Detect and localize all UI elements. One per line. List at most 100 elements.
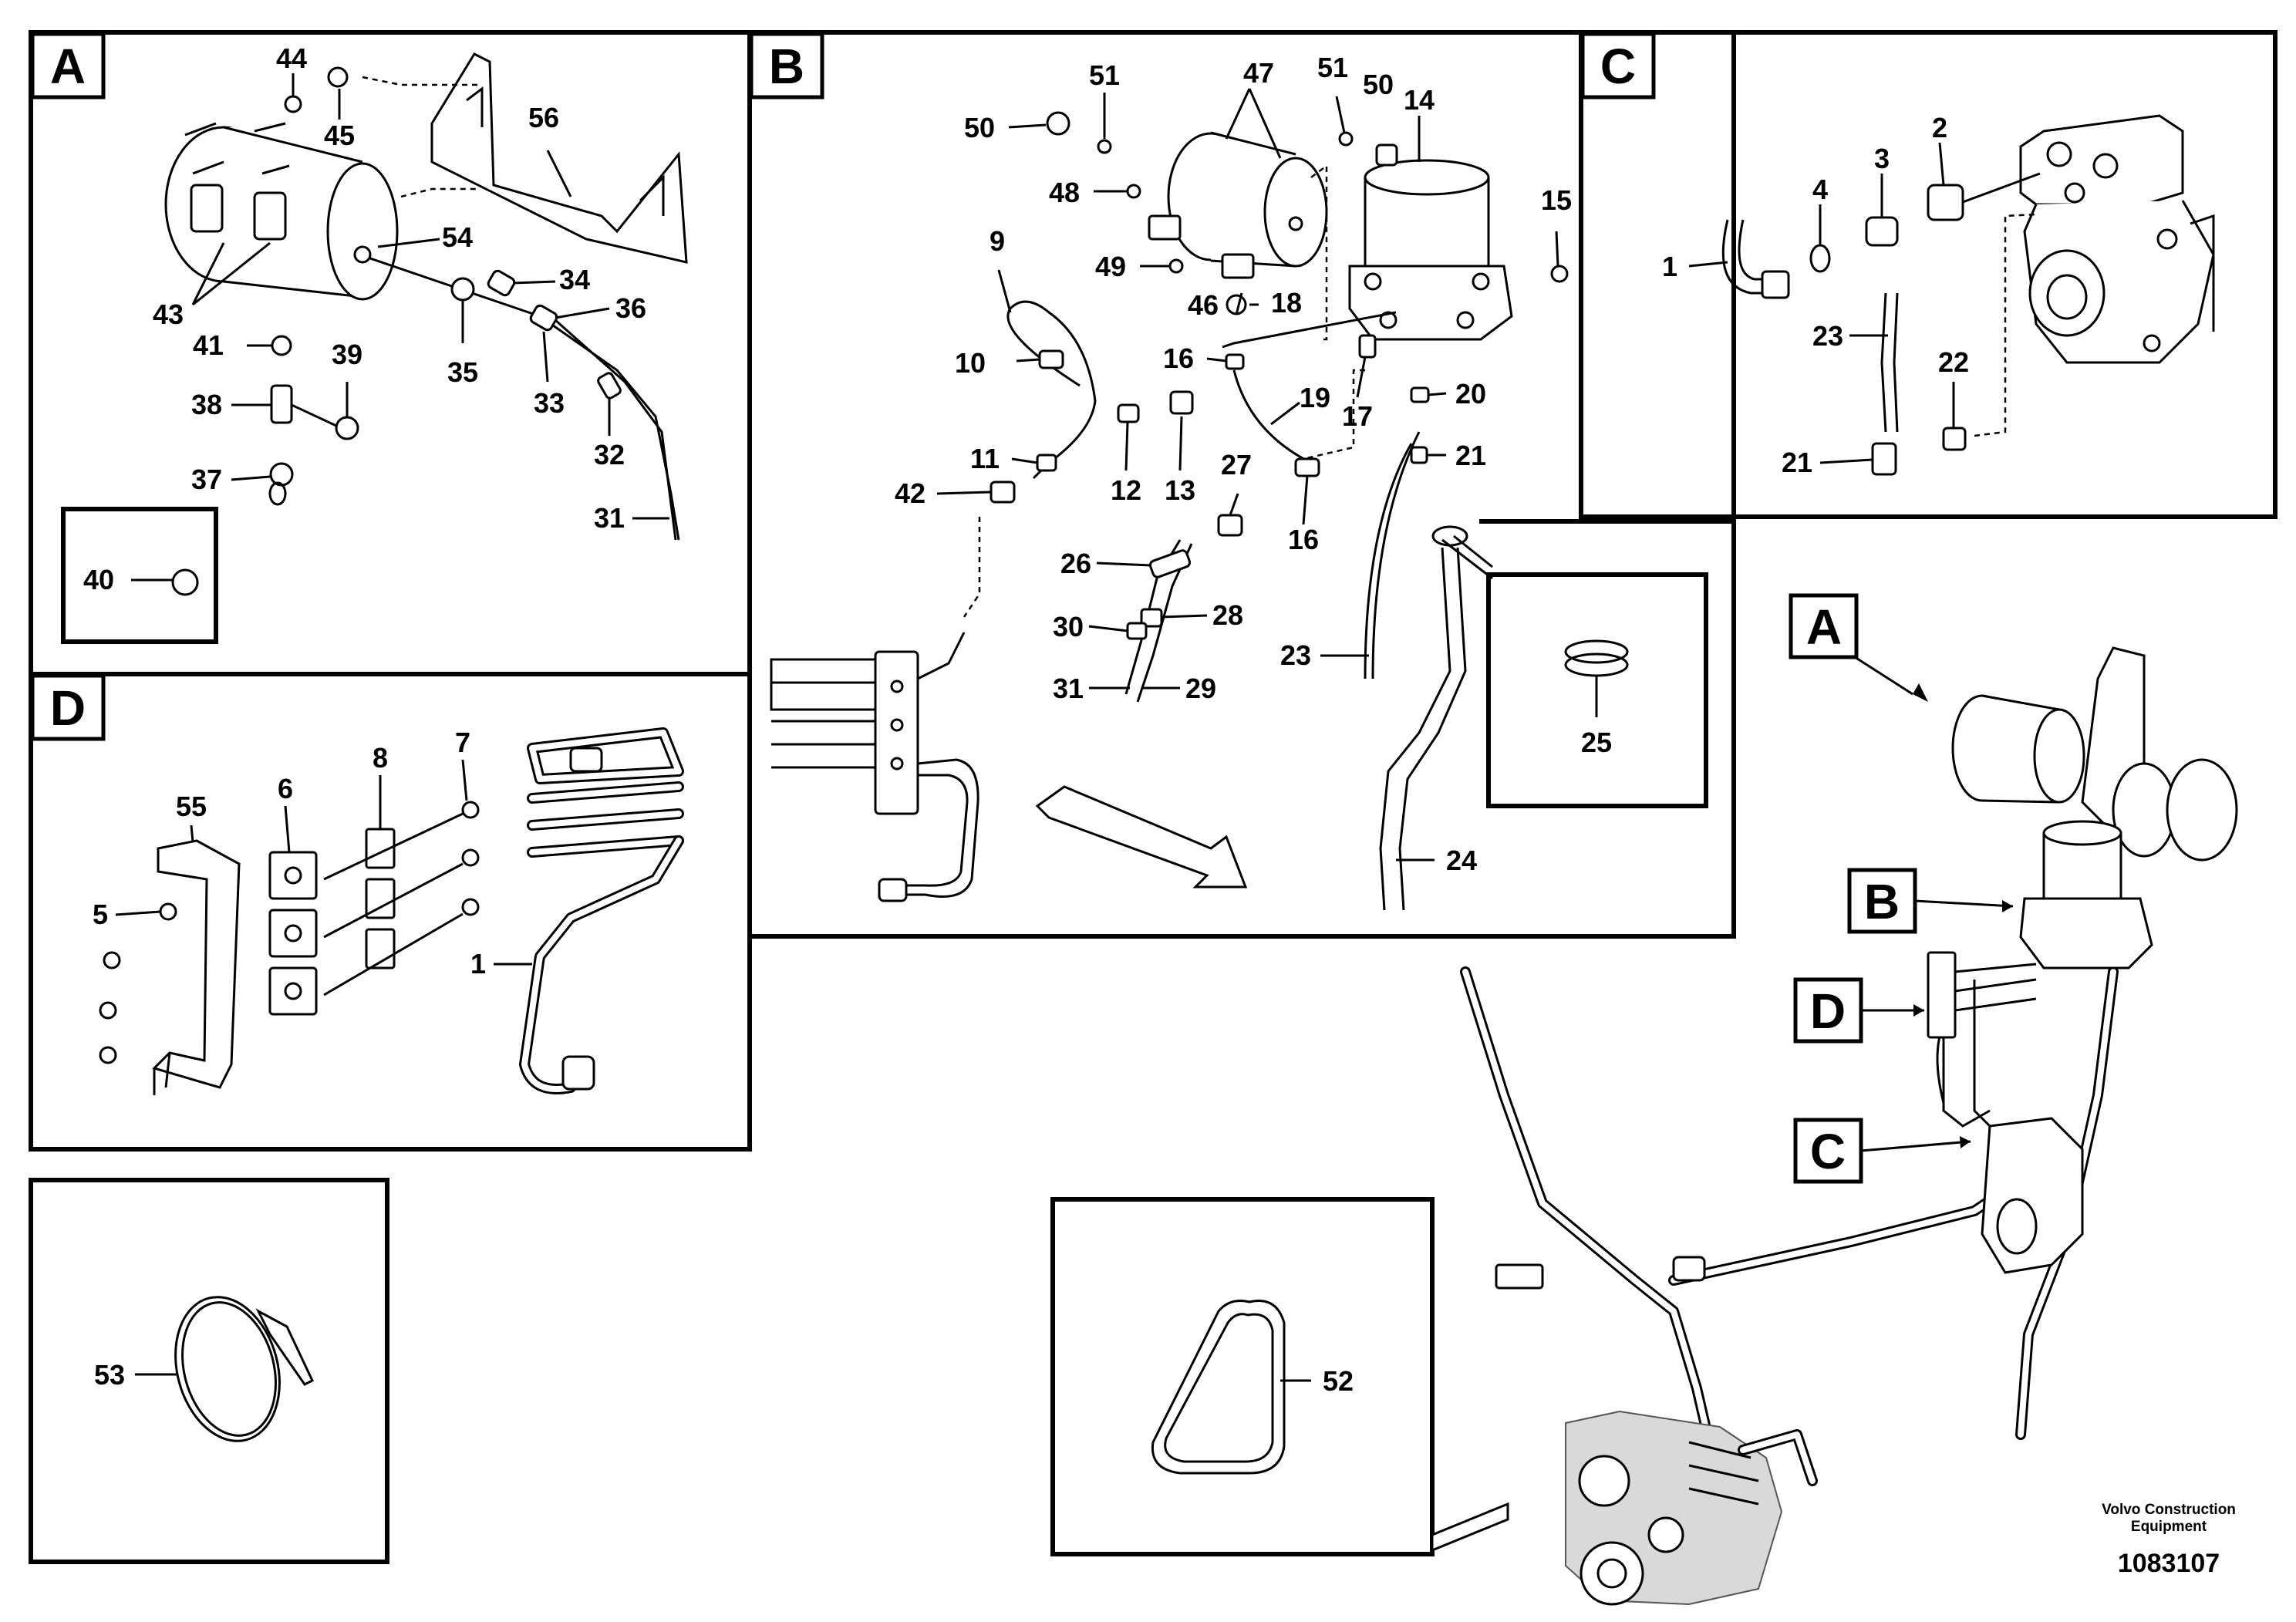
callout-51: 51 xyxy=(1317,52,1348,83)
drawing-number: 1083107 xyxy=(2118,1549,2220,1578)
section-b-callouts: 51 47 51 50 14 50 48 15 49 46 18 9 16 10… xyxy=(895,52,1612,876)
flow-arrow-icon xyxy=(1035,785,1248,889)
callout-33: 33 xyxy=(534,387,565,419)
callout-54: 54 xyxy=(442,221,473,253)
callout-12: 12 xyxy=(1111,474,1141,506)
company-line-2: Equipment xyxy=(2131,1519,2207,1535)
footer: Volvo Construction Equipment 1083107 xyxy=(2102,1502,2236,1578)
callout-16: 16 xyxy=(1288,524,1319,555)
callout-10: 10 xyxy=(955,347,986,379)
callout-50: 50 xyxy=(964,112,995,143)
section-d: D xyxy=(29,672,752,1152)
callout-41: 41 xyxy=(193,329,224,361)
compressor-drawing xyxy=(2019,114,2215,364)
svg-text:D: D xyxy=(1810,983,1846,1039)
svg-text:A: A xyxy=(1806,599,1842,655)
section-c-callouts: 2 3 4 1 23 22 21 xyxy=(1662,112,1969,478)
callout-9: 9 xyxy=(990,225,1005,257)
callout-36: 36 xyxy=(615,292,646,324)
callout-1: 1 xyxy=(470,948,486,980)
callout-44: 44 xyxy=(276,42,307,74)
company-line-1: Volvo Construction xyxy=(2102,1502,2236,1518)
callout-46: 46 xyxy=(1188,289,1219,321)
callout-21: 21 xyxy=(1455,440,1486,471)
section-a-leaders xyxy=(191,73,669,520)
cooling-coil-drawing xyxy=(770,632,979,902)
callout-11: 11 xyxy=(970,443,1000,474)
callout-6: 6 xyxy=(278,773,293,804)
callout-49: 49 xyxy=(1095,251,1126,282)
air-tank-drawing xyxy=(164,122,399,301)
overview-tag-a: A xyxy=(1789,593,1928,702)
callout-51: 51 xyxy=(1089,59,1120,91)
callout-53: 53 xyxy=(94,1359,125,1391)
section-b: B xyxy=(747,30,1736,939)
callout-23: 23 xyxy=(1812,320,1843,352)
section-c-label: C xyxy=(1600,39,1636,94)
dryer-canister-drawing xyxy=(1148,131,1328,279)
section-b-leaders xyxy=(936,88,1559,862)
section-a-label: A xyxy=(50,39,86,94)
callout-16: 16 xyxy=(1163,342,1194,374)
callout-24: 24 xyxy=(1446,845,1477,876)
svg-text:B: B xyxy=(1864,874,1900,929)
section-d-callouts: 7 8 6 55 5 1 xyxy=(93,727,486,980)
section-a-callouts: 44 45 56 54 43 34 36 41 39 35 33 38 32 3… xyxy=(83,42,646,595)
callout-21: 21 xyxy=(1782,447,1812,478)
callout-31: 31 xyxy=(1053,673,1084,704)
callout-48: 48 xyxy=(1049,177,1080,208)
overview-tag-c: C xyxy=(1793,1118,1971,1184)
callout-39: 39 xyxy=(332,339,362,370)
callout-43: 43 xyxy=(153,298,184,330)
callout-28: 28 xyxy=(1212,599,1243,631)
air-dryer-drawing xyxy=(1348,159,1513,341)
callout-34: 34 xyxy=(559,264,590,295)
callout-32: 32 xyxy=(594,439,625,470)
callout-35: 35 xyxy=(447,356,478,388)
callout-8: 8 xyxy=(373,742,388,774)
callout-29: 29 xyxy=(1185,673,1216,704)
callout-47: 47 xyxy=(1243,57,1274,89)
section-c-leaders xyxy=(1688,142,1955,464)
callout-56: 56 xyxy=(528,102,559,133)
callout-13: 13 xyxy=(1165,474,1195,506)
coil-pipe-drawing xyxy=(519,727,684,1094)
section-b-label: B xyxy=(769,39,804,94)
callout-25: 25 xyxy=(1581,727,1612,758)
callout-7: 7 xyxy=(455,727,470,758)
callout-26: 26 xyxy=(1060,548,1091,579)
section-c: C xyxy=(1579,30,2277,519)
callout-15: 15 xyxy=(1541,184,1572,216)
callout-14: 14 xyxy=(1404,84,1435,116)
callout-18: 18 xyxy=(1271,287,1302,319)
callout-38: 38 xyxy=(191,389,222,420)
callout-22: 22 xyxy=(1938,346,1969,378)
callout-5: 5 xyxy=(93,899,108,930)
callout-37: 37 xyxy=(191,464,222,495)
belt-inset: 52 xyxy=(1050,1197,1509,1556)
callout-19: 19 xyxy=(1300,382,1330,413)
callout-23: 23 xyxy=(1280,639,1311,671)
callout-17: 17 xyxy=(1342,400,1373,432)
callout-50: 50 xyxy=(1363,69,1394,100)
callout-52: 52 xyxy=(1323,1365,1354,1397)
overview-tag-d: D xyxy=(1793,977,1924,1044)
callout-3: 3 xyxy=(1874,143,1890,174)
callout-45: 45 xyxy=(324,120,355,151)
callout-20: 20 xyxy=(1455,378,1486,410)
callout-31: 31 xyxy=(594,502,625,534)
section-d-leaders xyxy=(115,759,532,966)
callout-2: 2 xyxy=(1932,112,1947,143)
callout-42: 42 xyxy=(895,477,925,509)
cable-tie-inset: 53 xyxy=(29,1178,389,1564)
callout-40: 40 xyxy=(83,564,114,595)
callout-30: 30 xyxy=(1053,611,1084,642)
section-d-label: D xyxy=(50,680,86,736)
callout-1: 1 xyxy=(1662,251,1677,282)
callout-27: 27 xyxy=(1221,449,1252,481)
callout-55: 55 xyxy=(176,791,207,822)
overview-assembly: A B D C xyxy=(1460,593,2238,1606)
svg-text:C: C xyxy=(1810,1124,1846,1179)
mounting-bracket-drawing xyxy=(430,52,688,264)
